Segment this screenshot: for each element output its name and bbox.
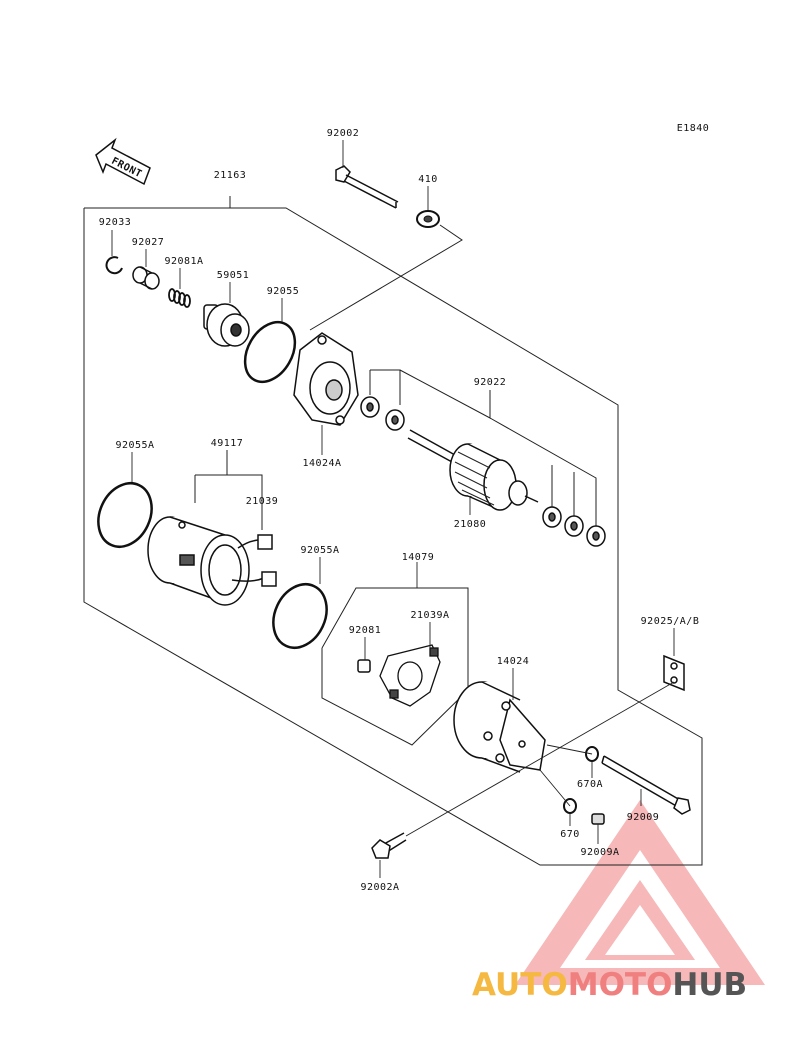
watermark-logo: AUTOMOTOHUB (472, 800, 765, 1003)
label-92025: 92025/A/B (641, 616, 700, 627)
label-92055A-mid: 92055A (300, 545, 339, 556)
diagram-code: E1840 (677, 123, 710, 134)
assembly-outline (83, 196, 703, 866)
label-14024A: 14024A (302, 458, 341, 469)
label-59051: 59051 (217, 270, 250, 281)
label-92081: 92081 (349, 625, 382, 636)
spring-92081-icon (357, 659, 371, 673)
rear-cover-14024-icon (453, 681, 546, 773)
svg-text:AUTOMOTOHUB: AUTOMOTOHUB (472, 967, 747, 1003)
brush-holder-21039A-icon (379, 644, 441, 707)
through-bolt-92009-icon (601, 755, 691, 815)
screw-92009A-icon (591, 813, 605, 825)
label-92009: 92009 (627, 812, 660, 823)
label-410: 410 (418, 174, 438, 185)
label-670A: 670A (577, 779, 603, 790)
spring-92081A-icon (168, 288, 191, 308)
label-21080: 21080 (454, 519, 487, 530)
label-92055: 92055 (267, 286, 300, 297)
part-labels: E1840 92002 410 21163 92033 92027 92081A… (99, 123, 710, 893)
o-ring-92055A-mid-icon (272, 583, 328, 649)
watermark-part2: MOTO (568, 967, 673, 1003)
label-92002A: 92002A (360, 882, 399, 893)
label-14079: 14079 (402, 552, 435, 563)
label-92002: 92002 (327, 128, 360, 139)
pinion-gear-59051-icon (203, 303, 250, 347)
front-cover-14024A-icon (293, 332, 359, 426)
o-ring-670A-icon (585, 746, 599, 762)
o-ring-92055-icon (243, 320, 297, 384)
watermark-part3: HUB (672, 967, 747, 1003)
front-arrow-icon: FRONT (95, 137, 151, 186)
label-21039A: 21039A (410, 610, 449, 621)
bolt-92002A-icon (371, 832, 407, 859)
label-92081A: 92081A (164, 256, 203, 267)
label-92033: 92033 (99, 217, 132, 228)
shim-92022-left-icon (360, 396, 405, 431)
label-92009A: 92009A (580, 847, 619, 858)
circlip-92033-icon (105, 256, 123, 275)
label-92022: 92022 (474, 377, 507, 388)
leader-lines (111, 140, 675, 878)
label-49117: 49117 (211, 438, 244, 449)
yoke-49117-icon (147, 516, 277, 606)
label-21163: 21163 (214, 170, 247, 181)
armature-21080-icon (407, 429, 539, 511)
label-670: 670 (560, 829, 580, 840)
shim-92022-right-icon (542, 506, 606, 547)
label-21039: 21039 (246, 496, 279, 507)
label-92055A-left: 92055A (115, 440, 154, 451)
bolt-92002-icon (335, 165, 399, 209)
collar-92027-icon (132, 266, 160, 290)
label-14024: 14024 (497, 656, 530, 667)
label-92027: 92027 (132, 237, 165, 248)
o-ring-92055A-left-icon (97, 482, 153, 548)
o-ring-670-icon (563, 798, 577, 814)
bracket-92025-icon (663, 654, 685, 692)
watermark-part1: AUTO (472, 967, 568, 1003)
washer-410-icon (416, 210, 440, 228)
